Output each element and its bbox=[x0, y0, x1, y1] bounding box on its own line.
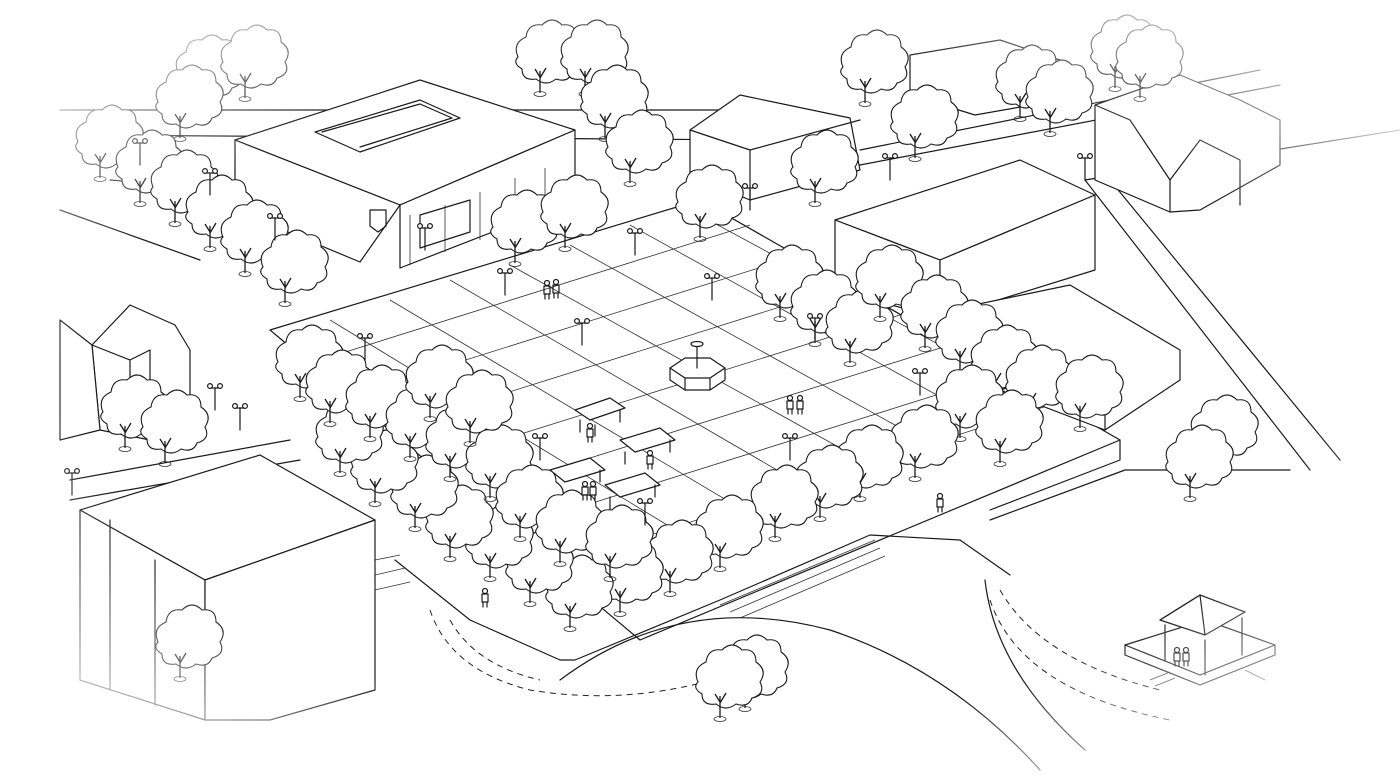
octagonal-fountain bbox=[669, 340, 726, 391]
gazebo bbox=[1124, 594, 1276, 687]
curved-path bbox=[429, 579, 1171, 771]
block-bottom-left bbox=[79, 454, 411, 721]
